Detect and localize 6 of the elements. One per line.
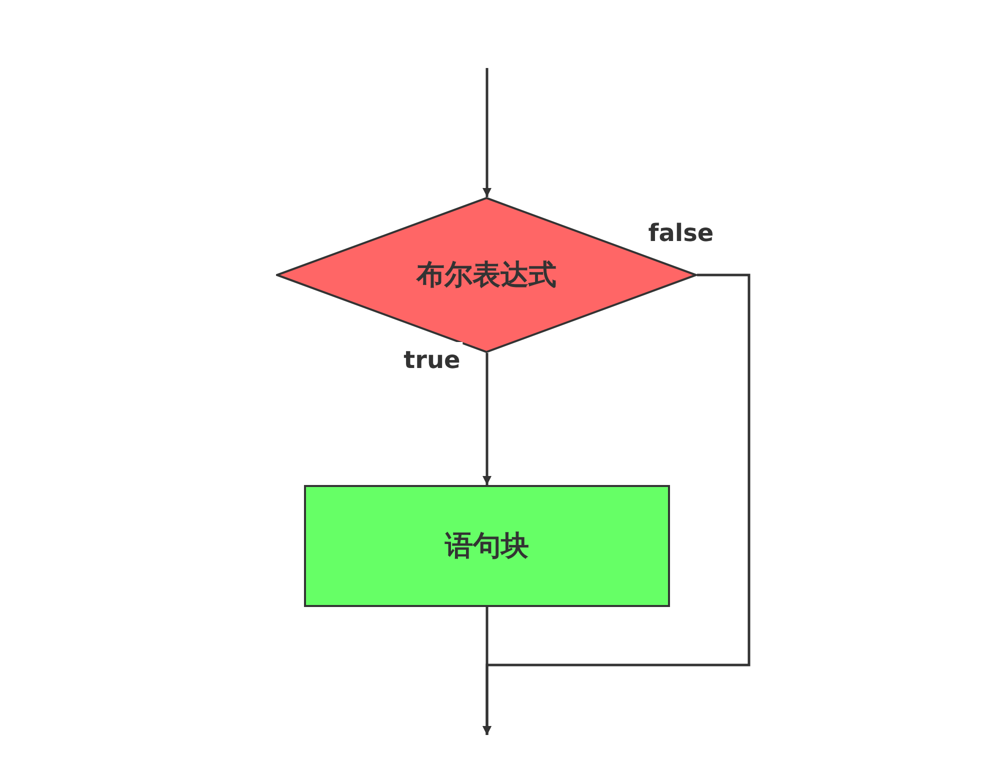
arrow (482, 274, 750, 735)
node-label: 布尔表达式 (416, 257, 556, 293)
process-box (304, 485, 670, 607)
arrow (482, 68, 492, 197)
arrow (482, 353, 492, 485)
node-label: 语句块 (445, 528, 529, 564)
